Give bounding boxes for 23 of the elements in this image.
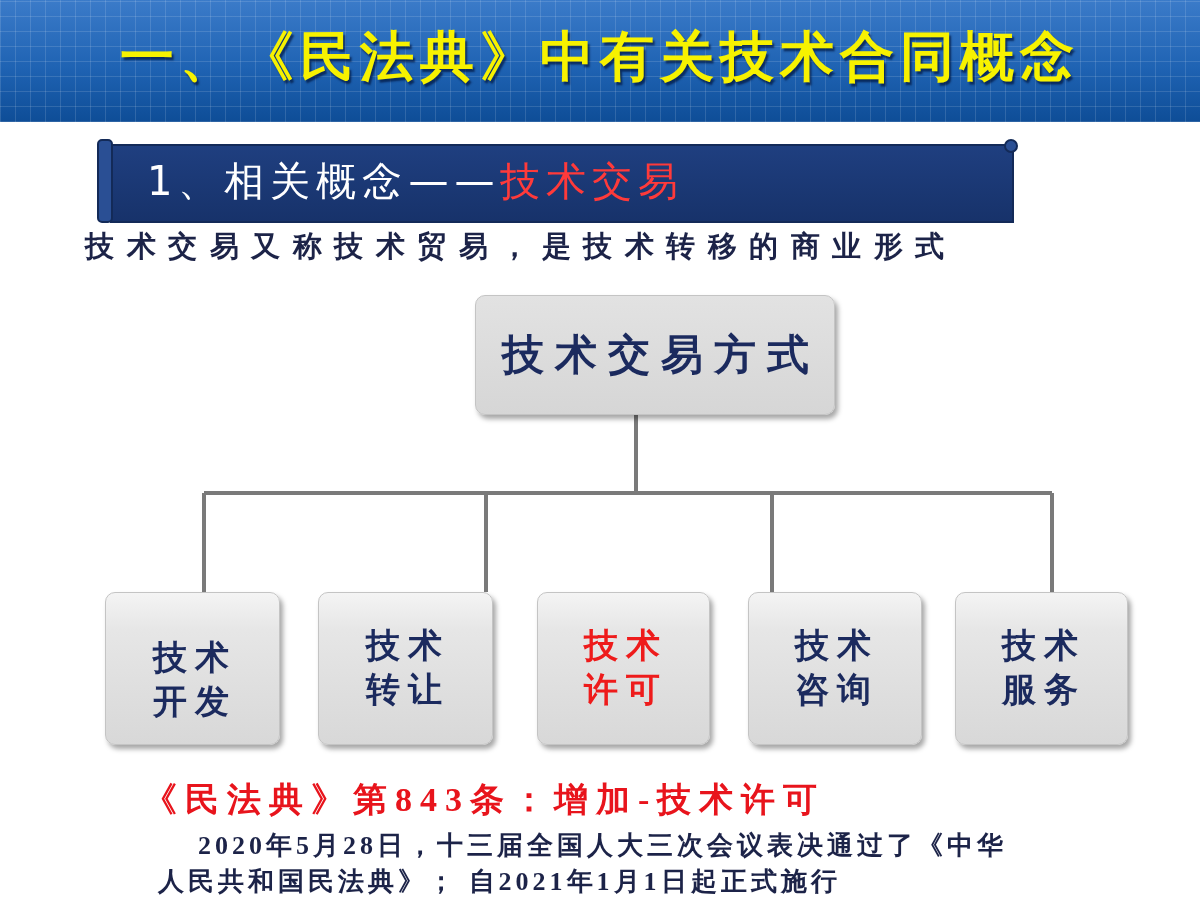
box-label: 技术开发 (151, 636, 238, 723)
category-box (955, 592, 1128, 745)
connector-line (202, 493, 206, 592)
category-box (318, 592, 493, 745)
title: 一、《民法典》中有关技术合同概念 (119, 24, 1081, 90)
connector-line (484, 493, 488, 592)
subtitle: 技术交易又称技术贸易，是技术转移的商业形式 (85, 228, 958, 264)
note: 《民法典》第843条：增加-技术许可 (143, 780, 827, 820)
category-box (537, 592, 710, 745)
connector-line (770, 493, 774, 592)
box-label: 技术许可 (582, 624, 669, 711)
box-label: 技术转让 (364, 624, 451, 711)
box-label: 技术交易方式 (500, 329, 820, 381)
section-heading: 1、相关概念—— (147, 157, 501, 206)
connector-line (1050, 493, 1054, 592)
category-box (105, 592, 280, 745)
category-box (748, 592, 922, 745)
box-label: 技术服务 (1000, 624, 1087, 711)
heading-keyword: 技术交易 (500, 157, 685, 206)
connector-line (202, 413, 1054, 495)
category-box (475, 295, 835, 415)
box-label: 技术咨询 (793, 624, 880, 711)
paragraph: 2020年5月28日，十三届全国人大三次会议表决通过了《中华人民共和国民法典》； 自2021年1月1日起正式施行 (158, 830, 1008, 898)
